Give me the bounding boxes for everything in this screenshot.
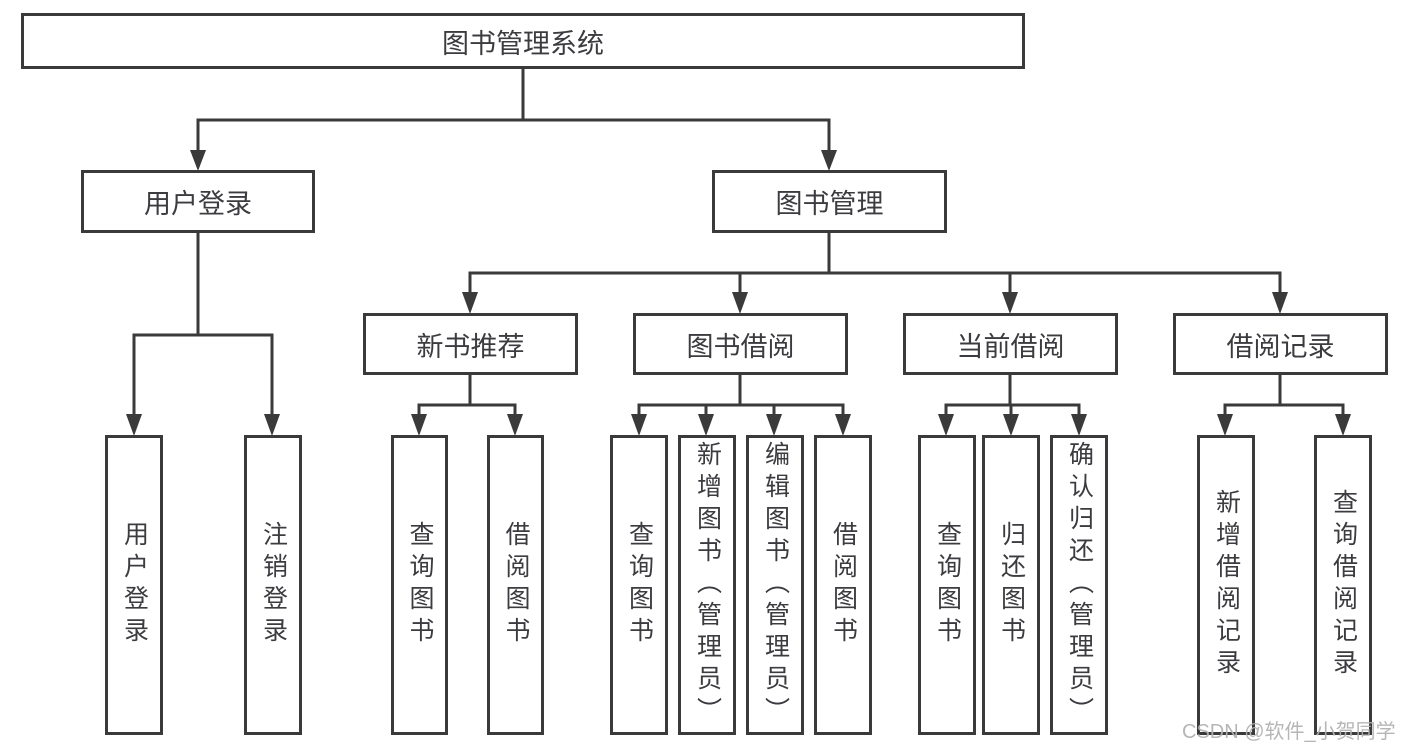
leaf-label: 用户登录 [120, 521, 149, 649]
leaf-label: 查询图书 [625, 521, 654, 649]
node-book-management: 图书管理 [712, 170, 947, 233]
node-records-add-borrow-record: 新增借阅记录 [1197, 435, 1255, 735]
leaf-label: 查询图书 [406, 521, 434, 649]
connector-current-borrowing-to-children [938, 375, 1087, 436]
node-newbooks-query-books: 查询图书 [391, 435, 448, 735]
node-current-query-books: 查询图书 [918, 435, 976, 735]
node-records-query-borrow-record: 查询借阅记录 [1314, 435, 1372, 735]
node-user-login: 用户登录 [81, 170, 315, 233]
leaf-label: 查询借阅记录 [1329, 489, 1358, 681]
node-leaf-logout: 注销登录 [244, 435, 302, 735]
connector-book-management-to-level3 [462, 233, 1288, 314]
node-new-book-recommendation: 新书推荐 [363, 313, 578, 375]
node-leaf-user-login: 用户登录 [105, 435, 163, 735]
connector-new-book-recommendation-to-children [411, 375, 523, 436]
leaf-label: 归还图书 [997, 521, 1026, 649]
node-current-confirm-return-admin: 确认归还（管理员） [1050, 435, 1108, 735]
leaf-label: 确认归还（管理员） [1065, 441, 1094, 729]
node-current-borrowing: 当前借阅 [903, 313, 1118, 375]
node-current-return-books: 归还图书 [982, 435, 1040, 735]
node-borrowing-add-books-admin: 新增图书（管理员） [678, 435, 736, 735]
leaf-label: 查询图书 [933, 521, 962, 649]
leaf-label: 借阅图书 [502, 521, 530, 649]
leaf-label: 新增图书（管理员） [693, 441, 722, 729]
leaf-label: 注销登录 [259, 521, 288, 649]
connector-book-borrowing-to-children [631, 375, 851, 436]
node-library-management-system: 图书管理系统 [21, 13, 1025, 69]
leaf-label: 新增借阅记录 [1212, 489, 1241, 681]
node-borrowing-edit-books-admin: 编辑图书（管理员） [746, 435, 804, 735]
node-borrowing-borrow-books: 借阅图书 [814, 435, 872, 735]
connector-root-to-level2 [190, 69, 837, 171]
node-borrowing-query-books: 查询图书 [610, 435, 668, 735]
leaf-label: 借阅图书 [829, 521, 858, 649]
node-newbooks-borrow-books: 借阅图书 [487, 435, 544, 735]
node-book-borrowing: 图书借阅 [633, 313, 848, 375]
node-borrowing-records: 借阅记录 [1173, 313, 1388, 375]
csdn-watermark: CSDN @软件_小贺同学 [1182, 721, 1396, 743]
leaf-label: 编辑图书（管理员） [761, 441, 790, 729]
connector-user-login-to-children [126, 233, 280, 436]
connector-borrowing-records-to-children [1217, 375, 1351, 436]
